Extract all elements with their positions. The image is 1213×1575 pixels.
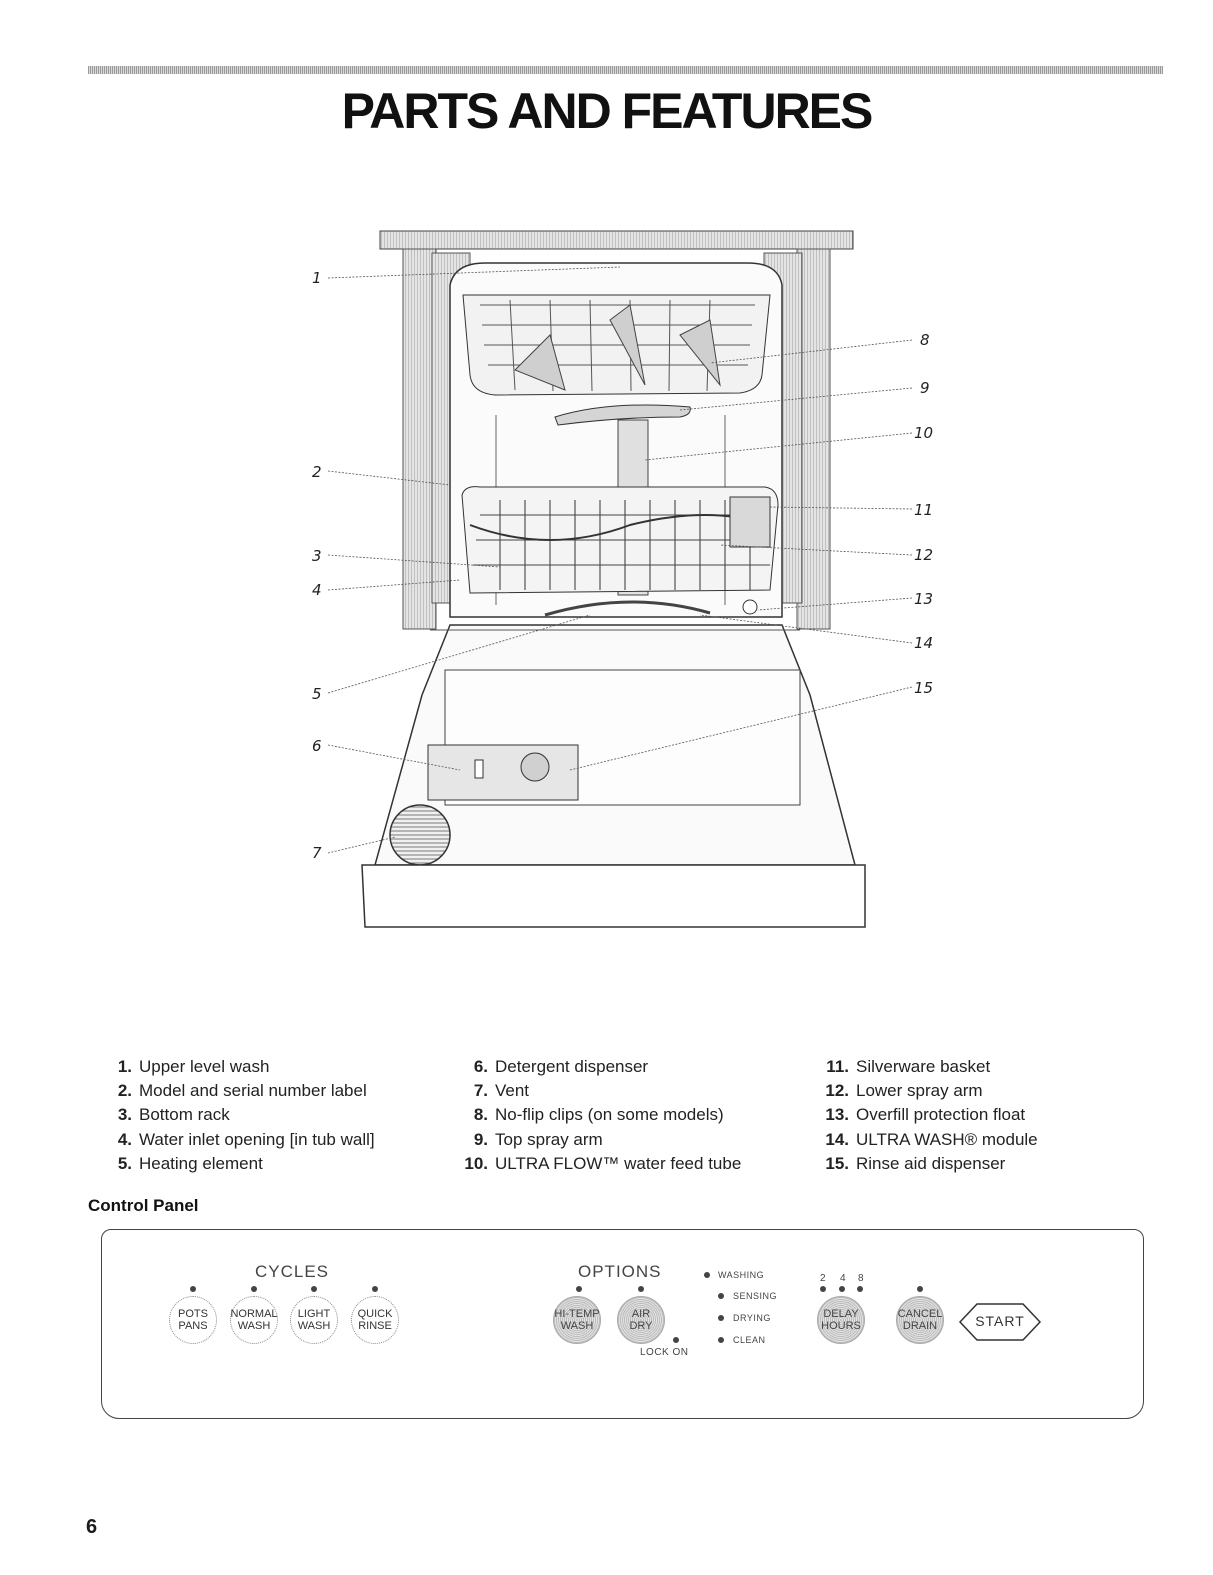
list-item: 2.Model and serial number label [117, 1081, 367, 1101]
led-indicator [576, 1286, 582, 1292]
list-item: 9.Top spray arm [473, 1129, 603, 1149]
list-item: 15.Rinse aid dispenser [825, 1153, 1006, 1173]
list-item: 7.Vent [473, 1081, 530, 1101]
led-indicator [917, 1286, 923, 1292]
cycles-label: CYCLES [255, 1262, 330, 1281]
callout-4: 4 [312, 581, 322, 599]
led-indicator [718, 1293, 724, 1299]
callout-8: 8 [920, 331, 930, 349]
callout-10: 10 [914, 424, 933, 442]
callout-5: 5 [312, 685, 322, 703]
list-item: 10.ULTRA FLOW™ water feed tube [464, 1153, 742, 1173]
status-washing: WASHING [718, 1270, 765, 1280]
control-panel-illustration [101, 1229, 1144, 1419]
callout-2: 2 [312, 463, 322, 481]
start-button: START [957, 1300, 1043, 1344]
led-indicator [251, 1286, 257, 1292]
status-clean: CLEAN [733, 1335, 766, 1345]
light-wash-button: LIGHT WASH [290, 1296, 338, 1344]
lock-on-label: LOCK ON [640, 1347, 689, 1358]
list-item: 4.Water inlet opening [in tub wall] [117, 1129, 375, 1149]
callout-12: 12 [914, 546, 933, 564]
callout-9: 9 [920, 379, 930, 397]
list-item: 1.Upper level wash [117, 1057, 270, 1076]
callout-6: 6 [312, 737, 322, 755]
list-item: 6.Detergent dispenser [473, 1057, 649, 1076]
start-arrow-icon [958, 1303, 1042, 1341]
control-panel-heading: Control Panel [88, 1196, 199, 1215]
cancel-drain-button: CANCEL DRAIN [896, 1296, 944, 1344]
hi-temp-wash-button: HI-TEMP WASH [553, 1296, 601, 1344]
callout-15: 15 [914, 679, 933, 697]
dishwasher-diagram: 1 2 3 4 5 6 7 8 9 10 11 12 13 14 15 [312, 230, 933, 928]
callout-13: 13 [914, 590, 933, 608]
quick-rinse-button: QUICK RINSE [351, 1296, 399, 1344]
callout-1: 1 [312, 269, 322, 287]
led-indicator [638, 1286, 644, 1292]
parts-list-col1: 1.Upper level wash 2.Model and serial nu… [108, 1055, 375, 1176]
parts-list-col2: 6.Detergent dispenser 7.Vent 8.No-flip c… [455, 1055, 741, 1176]
led-indicator [820, 1286, 826, 1292]
led-indicator [704, 1272, 710, 1278]
dishwasher-drawing [361, 230, 866, 928]
list-item: 13.Overfill protection float [825, 1105, 1026, 1125]
list-item: 3.Bottom rack [117, 1105, 230, 1125]
status-drying: DRYING [733, 1313, 771, 1323]
led-indicator [839, 1286, 845, 1292]
list-item: 11.Silverware basket [826, 1057, 991, 1076]
top-rule [88, 66, 1163, 74]
page-number: 6 [86, 1516, 98, 1538]
led-indicator [190, 1286, 196, 1292]
callout-11: 11 [914, 501, 933, 519]
led-indicator [718, 1337, 724, 1343]
delay-value-8: 8 [858, 1273, 865, 1284]
parts-list-col3: 11.Silverware basket 12.Lower spray arm … [810, 1055, 1038, 1176]
lock-led-indicator [673, 1337, 679, 1343]
start-label: START [975, 1313, 1025, 1329]
list-item: 5.Heating element [117, 1153, 263, 1173]
delay-hours-button: DELAY HOURS [817, 1296, 865, 1344]
led-indicator [857, 1286, 863, 1292]
list-item: 14.ULTRA WASH® module [825, 1129, 1038, 1149]
callout-7: 7 [312, 844, 322, 862]
delay-value-4: 4 [840, 1273, 847, 1284]
list-item: 12.Lower spray arm [825, 1081, 983, 1101]
status-sensing: SENSING [733, 1291, 778, 1301]
options-label: OPTIONS [578, 1262, 662, 1281]
normal-wash-button: NORMAL WASH [230, 1296, 278, 1344]
callout-numbers: 1 2 3 4 5 6 7 8 9 10 11 12 13 14 15 [312, 269, 933, 862]
led-indicator [372, 1286, 378, 1292]
pots-pans-button: POTS PANS [169, 1296, 217, 1344]
page-title: PARTS AND FEATURES [341, 83, 874, 139]
leader-lines [327, 266, 913, 854]
callout-14: 14 [914, 634, 933, 652]
list-item: 8.No-flip clips (on some models) [473, 1105, 724, 1125]
delay-value-2: 2 [820, 1273, 827, 1284]
led-indicator [718, 1315, 724, 1321]
air-dry-button: AIR DRY [617, 1296, 665, 1344]
callout-3: 3 [312, 547, 322, 565]
led-indicator [311, 1286, 317, 1292]
